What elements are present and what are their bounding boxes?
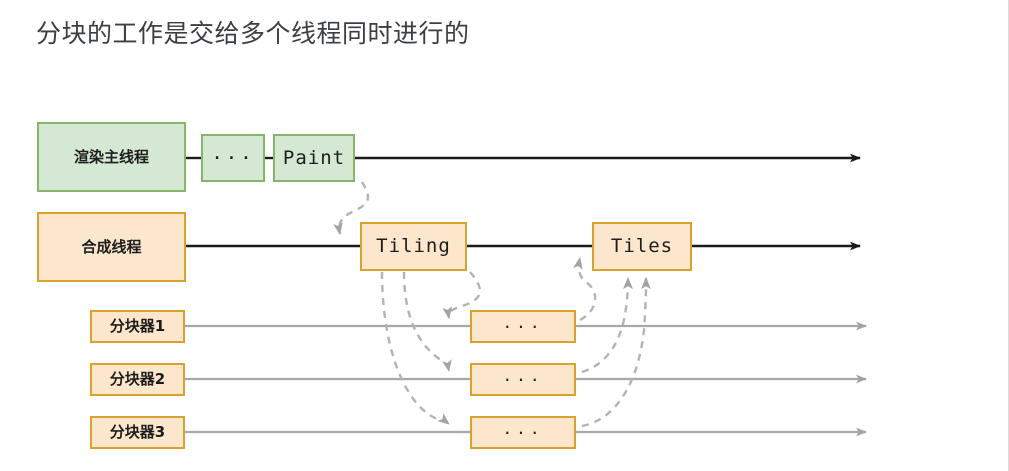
connector-tiling-to-tiler-1 xyxy=(442,271,481,319)
node-tiles-label: Tiles xyxy=(610,235,674,257)
node-tiler-3-ellipsis[interactable]: ... xyxy=(470,416,576,449)
connector-tiler-3-to-tiles xyxy=(581,277,651,428)
node-tiler-3[interactable]: 分块器3 xyxy=(90,416,185,449)
node-main-thread-label: 渲染主线程 xyxy=(73,147,149,166)
node-paint[interactable]: Paint xyxy=(273,134,355,182)
connector-tiling-to-tiler-2 xyxy=(402,271,452,372)
node-compositor-thread-label: 合成线程 xyxy=(81,237,142,256)
node-tiler-1-ellipsis-label: ... xyxy=(502,312,544,332)
node-tiler-2-ellipsis[interactable]: ... xyxy=(470,363,576,396)
node-tiler-2-label: 分块器2 xyxy=(109,370,166,388)
node-tiling-label: Tiling xyxy=(376,235,451,257)
connector-paint-to-tiling xyxy=(333,181,370,235)
node-tiler-3-ellipsis-label: ... xyxy=(502,418,544,438)
node-tiles[interactable]: Tiles xyxy=(592,222,692,271)
node-tiler-1-label: 分块器1 xyxy=(109,317,166,335)
node-tiler-3-label: 分块器3 xyxy=(109,423,166,441)
node-main-thread[interactable]: 渲染主线程 xyxy=(37,122,186,192)
connector-tiling-to-tiler-3 xyxy=(380,271,450,425)
page-title: 分块的工作是交给多个线程同时进行的 xyxy=(36,20,470,48)
node-tiler-2[interactable]: 分块器2 xyxy=(90,363,185,396)
node-main-ellipsis[interactable]: ... xyxy=(201,134,265,182)
node-paint-label: Paint xyxy=(282,146,346,169)
connector-tiler-2-to-tiles xyxy=(581,277,633,374)
node-tiling[interactable]: Tiling xyxy=(360,222,467,271)
node-tiler-1[interactable]: 分块器1 xyxy=(90,310,185,343)
node-compositor-thread[interactable]: 合成线程 xyxy=(37,212,186,282)
connector-tiler-1-to-tiles xyxy=(573,257,597,322)
node-tiler-1-ellipsis[interactable]: ... xyxy=(470,310,576,343)
node-main-ellipsis-label: ... xyxy=(211,141,255,164)
node-tiler-2-ellipsis-label: ... xyxy=(502,365,544,385)
